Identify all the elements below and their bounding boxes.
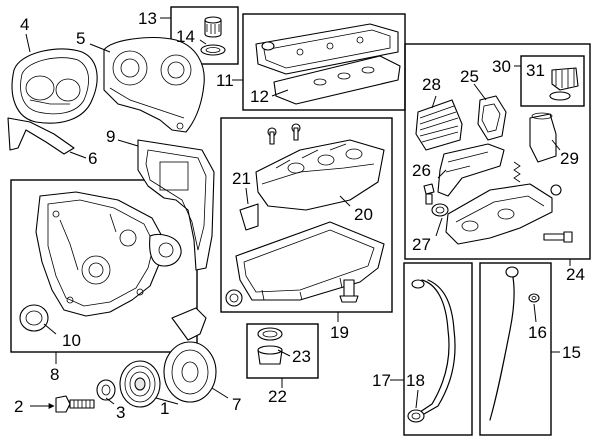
cooler-gasket xyxy=(477,95,507,141)
callout-1: 1 xyxy=(160,399,169,418)
callout-25: 25 xyxy=(460,67,479,86)
front-seal xyxy=(19,304,49,332)
group-box-30 xyxy=(520,55,585,107)
front-cover-gasket xyxy=(137,139,215,271)
harmonic-balancer xyxy=(163,307,217,403)
group-box-15 xyxy=(479,262,552,436)
callout-28: 28 xyxy=(422,75,441,94)
callout-24: 24 xyxy=(566,265,585,284)
callout-31: 31 xyxy=(526,61,545,80)
callout-labels: 1 2 3 4 5 6 7 8 9 10 11 12 13 14 15 16 1… xyxy=(14,9,585,422)
oil-pan xyxy=(225,221,385,307)
callout-21: 21 xyxy=(232,169,251,188)
callout-15: 15 xyxy=(562,343,581,362)
valve-cover-gasket xyxy=(273,55,401,105)
dipstick xyxy=(489,266,540,421)
timing-guide xyxy=(7,117,75,155)
callout-13: 13 xyxy=(138,9,157,28)
washer xyxy=(96,379,116,401)
oil-cooler xyxy=(415,99,463,151)
cooler-adapter xyxy=(437,143,505,197)
front-housing xyxy=(35,191,182,317)
callout-11: 11 xyxy=(216,71,234,90)
crank-pulley xyxy=(119,360,161,408)
timing-cover-inner xyxy=(103,37,205,133)
callout-23: 23 xyxy=(292,347,311,366)
adapter-bolt xyxy=(423,183,435,205)
oil-filler-cap xyxy=(200,16,226,56)
callout-7: 7 xyxy=(232,395,241,414)
callout-16: 16 xyxy=(528,323,547,342)
callout-29: 29 xyxy=(560,149,579,168)
valve-cover xyxy=(255,23,399,75)
callout-20: 20 xyxy=(354,205,373,224)
callout-6: 6 xyxy=(88,149,97,168)
callout-4: 4 xyxy=(20,15,29,34)
group-box-19 xyxy=(220,117,393,313)
group-box-17 xyxy=(403,262,473,436)
callout-12: 12 xyxy=(250,87,269,106)
group-box-24 xyxy=(404,43,591,260)
crankcase-upper xyxy=(255,123,385,211)
callout-27: 27 xyxy=(412,235,431,254)
leader-lines xyxy=(25,17,571,409)
timing-cover-outer xyxy=(11,48,98,124)
filter-cap xyxy=(549,67,579,101)
callout-17: 17 xyxy=(372,371,391,390)
callout-9: 9 xyxy=(106,127,115,146)
oil-baffle xyxy=(239,203,259,231)
drain-plug xyxy=(257,327,283,365)
housing-bolt xyxy=(543,231,573,243)
callout-22: 22 xyxy=(268,387,287,406)
oil-filter-element xyxy=(529,112,557,163)
oil-spring xyxy=(513,161,521,183)
callout-19: 19 xyxy=(330,323,349,342)
dipstick-tube xyxy=(407,279,456,423)
callout-30: 30 xyxy=(492,57,511,76)
cooler-seal xyxy=(431,203,449,217)
callout-5: 5 xyxy=(76,29,85,48)
crank-bolt xyxy=(55,395,95,413)
callout-18: 18 xyxy=(406,371,425,390)
callout-10: 10 xyxy=(62,331,81,350)
callout-8: 8 xyxy=(50,365,59,384)
callout-14: 14 xyxy=(176,27,195,46)
group-box-13 xyxy=(170,6,239,65)
callout-2: 2 xyxy=(14,397,23,416)
callout-26: 26 xyxy=(412,161,431,180)
filter-housing xyxy=(445,183,562,245)
callout-3: 3 xyxy=(116,403,125,422)
